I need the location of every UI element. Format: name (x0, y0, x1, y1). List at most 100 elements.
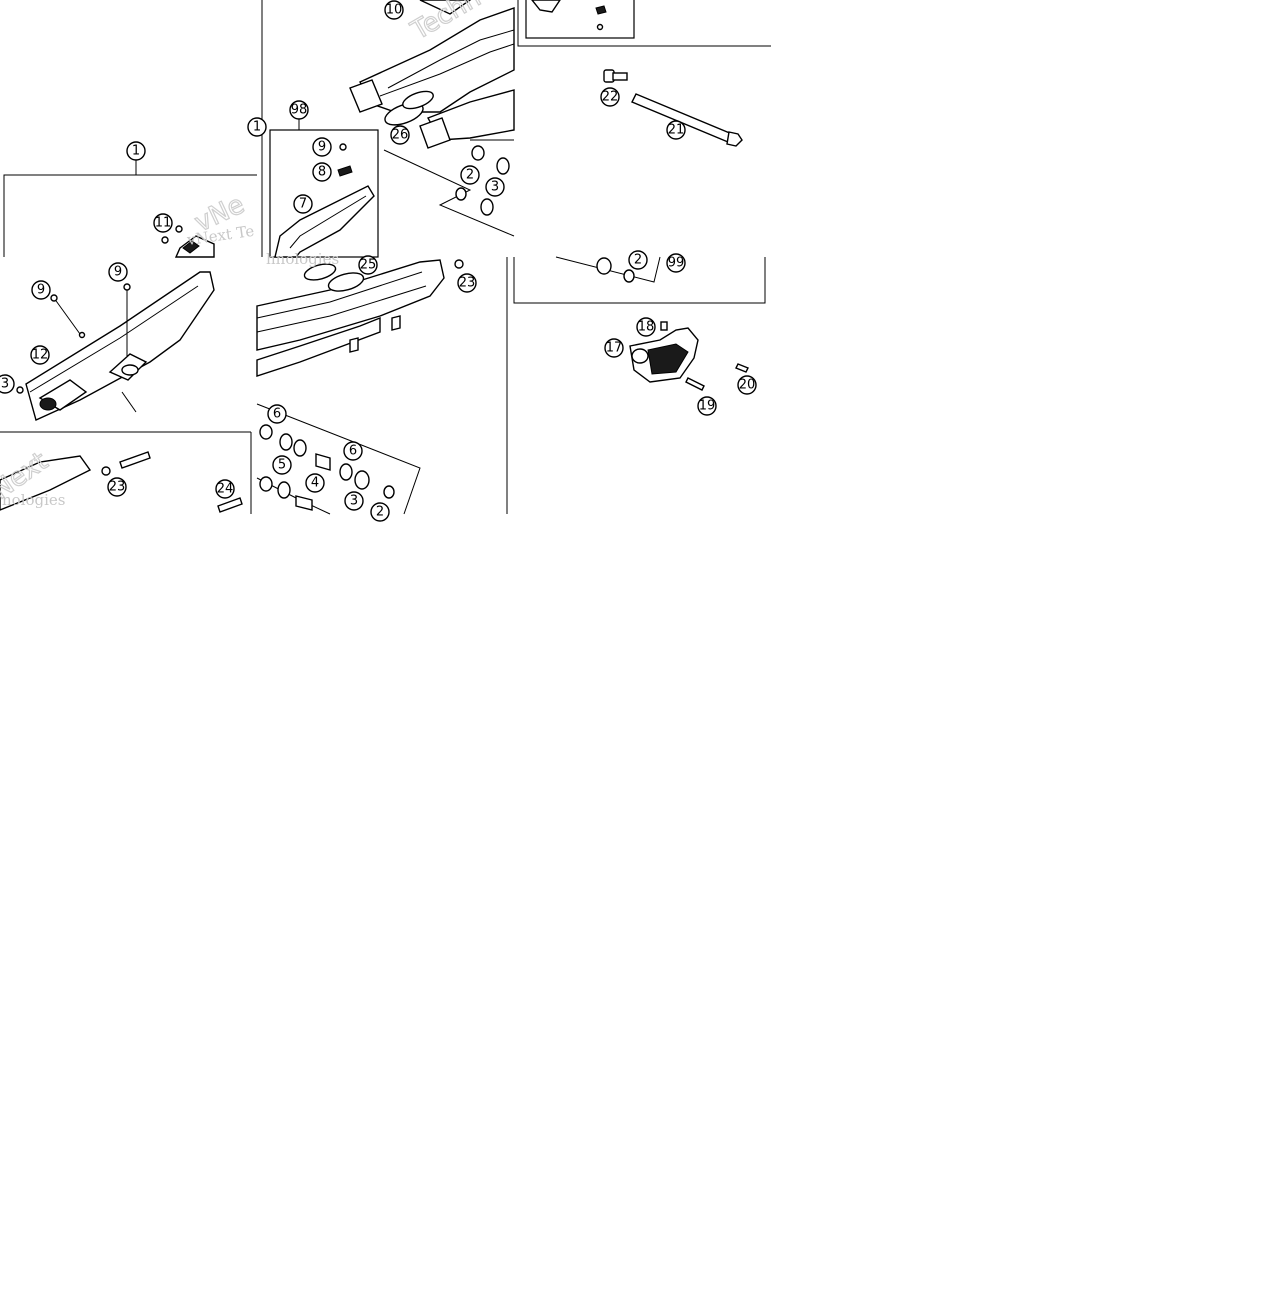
nut-23 (101, 466, 111, 476)
svg-text:8: 8 (318, 165, 326, 180)
svg-text:5: 5 (278, 458, 286, 473)
bearing-ring (596, 257, 612, 275)
inset-part (531, 0, 561, 13)
svg-text:24: 24 (217, 482, 234, 497)
callout-24: 24 (215, 479, 235, 499)
swingarm-lower-rail (256, 316, 381, 377)
chain-guide-hole (631, 348, 649, 364)
callout-11: 11 (153, 213, 173, 233)
kit-outline (555, 256, 661, 283)
svg-text:17: 17 (606, 341, 623, 356)
axle-nut-21 (726, 131, 743, 147)
bushing-4 (315, 453, 331, 471)
svg-text:26: 26 (392, 128, 409, 143)
svg-text:18: 18 (638, 320, 655, 335)
guard-grommet (121, 364, 139, 376)
swingarm-contour (387, 29, 515, 89)
svg-text:20: 20 (739, 378, 756, 393)
callout-2: 2 (460, 165, 480, 185)
callout-1-secondary: 1 (247, 117, 267, 137)
callout-3: 3 (344, 491, 364, 511)
callout-group: 1 1 11 9 9 12 3 23 24 10 98 9 8 7 26 2 3… (0, 0, 757, 522)
bearing-ring (339, 463, 353, 481)
callout-99: 99 (666, 253, 686, 273)
assembly-bracket-1 (3, 174, 257, 257)
inset-box (525, 0, 635, 39)
bearing-ring (277, 481, 291, 499)
screw-9 (50, 294, 58, 302)
swingarm-pivot-left (349, 79, 383, 113)
callout-5: 5 (272, 455, 292, 475)
callout-13: 3 (0, 374, 15, 394)
svg-text:6: 6 (349, 444, 357, 459)
callout-26: 26 (390, 125, 410, 145)
svg-text:9: 9 (318, 140, 326, 155)
callout-1: 1 (126, 141, 146, 161)
svg-text:12: 12 (32, 348, 49, 363)
slider-contour (289, 195, 367, 249)
mount-tab (391, 315, 401, 331)
svg-text:10: 10 (386, 3, 403, 18)
screw-20 (735, 363, 749, 373)
svg-text:19: 19 (699, 399, 716, 414)
svg-text:11: 11 (155, 216, 172, 231)
leader-line (53, 297, 81, 335)
tile-top-right (517, 0, 771, 147)
tile-middle-left: Next nologies (0, 271, 252, 514)
swingarm-body-lower (256, 259, 445, 351)
nut-18 (660, 321, 668, 331)
swingarm-fragment (0, 455, 92, 511)
pin-part (119, 451, 151, 469)
callout-6: 6 (343, 441, 363, 461)
pivot-seal (327, 272, 365, 292)
nut-23 (454, 259, 464, 269)
nut-8 (337, 165, 353, 177)
callout-8: 8 (312, 162, 332, 182)
callout-23: 23 (107, 477, 127, 497)
svg-text:99: 99 (668, 256, 685, 271)
callout-25: 25 (358, 255, 378, 275)
bearing-ring (383, 485, 395, 499)
screw-part (175, 225, 183, 233)
bearing-ring (259, 476, 273, 492)
callout-9: 9 (31, 280, 51, 300)
callout-23: 23 (457, 273, 477, 293)
guard-slot (182, 240, 200, 254)
bearing-ring (623, 269, 635, 283)
swingarm-body-upper (359, 7, 515, 113)
callout-20: 20 (737, 375, 757, 395)
callout-3: 3 (485, 177, 505, 197)
swingarm-contour (379, 43, 515, 97)
svg-text:1: 1 (253, 120, 261, 135)
svg-text:22: 22 (602, 90, 619, 105)
callout-22: 22 (600, 87, 620, 107)
callout-12: 12 (30, 345, 50, 365)
bushing-4 (295, 495, 313, 511)
bearing-ring (259, 424, 273, 440)
callout-4: 4 (305, 473, 325, 493)
callout-98: 98 (289, 100, 309, 120)
svg-text:98: 98 (291, 103, 308, 118)
callout-10: 10 (384, 0, 404, 20)
svg-text:21: 21 (668, 123, 685, 138)
pivot-seal (303, 263, 337, 281)
svg-text:3: 3 (350, 494, 358, 509)
svg-text:2: 2 (376, 505, 384, 520)
watermark-text: nologies (2, 491, 66, 509)
screw-9 (123, 283, 131, 291)
bolt-shank-22 (612, 72, 628, 81)
callout-9: 9 (108, 262, 128, 282)
pin-24 (217, 497, 243, 513)
callout-18: 18 (636, 317, 656, 337)
guard-slot (39, 397, 57, 411)
callout-19: 19 (697, 396, 717, 416)
chain-guide-inner (647, 343, 689, 375)
screw-part (161, 236, 169, 244)
svg-text:23: 23 (459, 276, 476, 291)
pivot-seal (402, 90, 434, 110)
bearing-ring (455, 187, 467, 201)
bearing-ring (293, 439, 307, 457)
swingarm-contour (256, 285, 427, 333)
